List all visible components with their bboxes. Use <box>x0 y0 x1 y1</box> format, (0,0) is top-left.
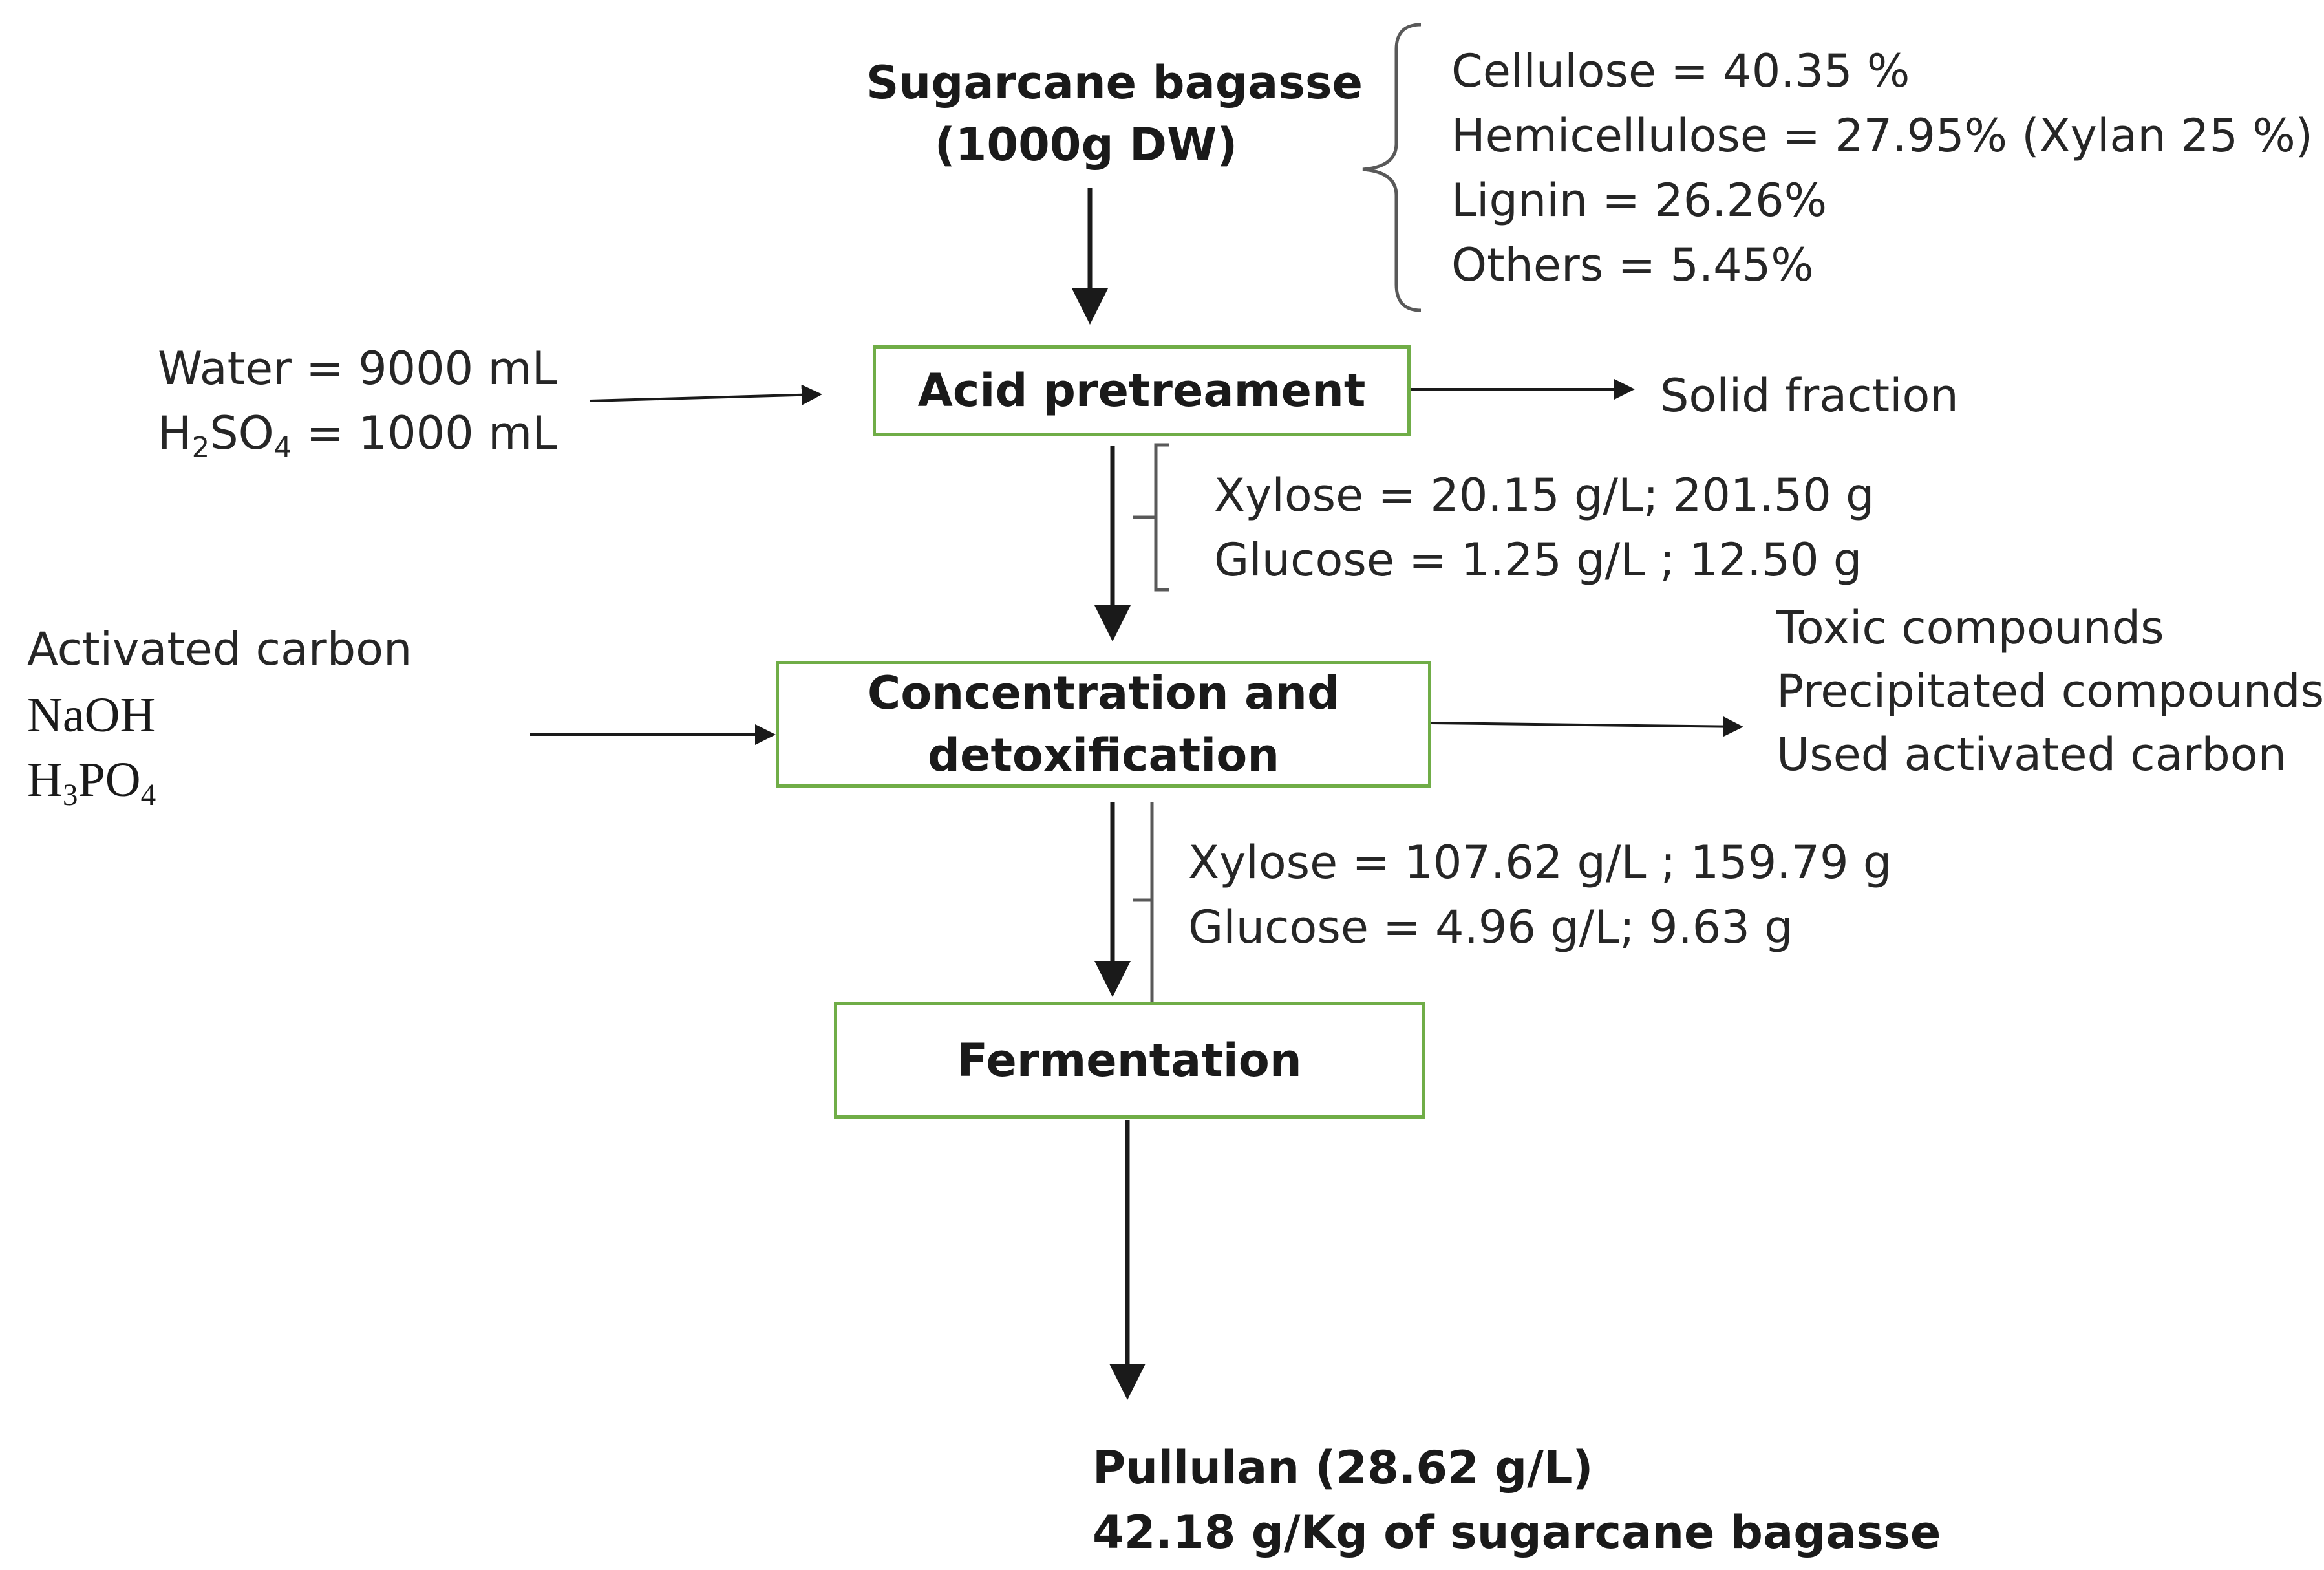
composition-lignin: Lignin = 26.26% <box>1451 174 1828 227</box>
composition-bracket <box>1362 23 1422 312</box>
solid-fraction-output: Solid fraction <box>1660 369 1959 422</box>
arrow-acid-inputs <box>589 384 822 405</box>
acid-pretreatment-label: Acid pretreament <box>917 364 1366 417</box>
precipitated-compounds-output: Precipitated compounds <box>1776 665 2324 718</box>
feedstock-title: Sugarcane bagasse (1000g DW) <box>866 52 1363 176</box>
feedstock-name: Sugarcane bagasse <box>866 56 1363 109</box>
acid-pretreatment-box: Acid pretreament <box>873 345 1411 436</box>
sulfuric-acid-input: H2SO4 = 1000 mL <box>158 407 558 465</box>
feedstock-amount: (1000g DW) <box>934 118 1238 171</box>
composition-hemicellulose: Hemicellulose = 27.95% (Xylan 25 %) <box>1451 109 2314 162</box>
acid-inputs: Water = 9000 mL H2SO4 = 1000 mL <box>158 336 557 466</box>
hydrolysate-sugars: Xylose = 20.15 g/L; 201.50 g Glucose = 1… <box>1214 463 1874 592</box>
concentration-detoxification-box: Concentration and detoxification <box>776 661 1431 788</box>
concentrate-sugars: Xylose = 107.62 g/L ; 159.79 g Glucose =… <box>1188 830 1892 960</box>
concentration-detoxification-label: Concentration and detoxification <box>867 667 1340 782</box>
concentrate-glucose: Glucose = 4.96 g/L; 9.63 g <box>1188 901 1793 954</box>
phosphoric-acid-input: H3PO4 <box>27 753 156 813</box>
composition-cellulose: Cellulose = 40.35 % <box>1451 45 1910 98</box>
hydrolysate-bracket <box>1133 443 1169 592</box>
toxic-compounds-output: Toxic compounds <box>1776 601 2164 654</box>
composition-list: Cellulose = 40.35 % Hemicellulose = 27.9… <box>1451 39 2313 297</box>
pullulan-concentration: Pullulan (28.62 g/L) <box>1093 1441 1594 1494</box>
naoh-input: NaOH <box>27 688 156 742</box>
composition-others: Others = 5.45% <box>1451 239 1814 292</box>
arrow-detox-outputs <box>1431 716 1743 737</box>
hydrolysate-xylose: Xylose = 20.15 g/L; 201.50 g <box>1214 469 1875 522</box>
detox-outputs: Toxic compounds Precipitated compounds U… <box>1776 596 2324 786</box>
water-input: Water = 9000 mL <box>158 342 557 395</box>
concentrate-bracket <box>1133 802 1154 1005</box>
activated-carbon-input: Activated carbon <box>27 623 412 676</box>
fermentation-label: Fermentation <box>957 1034 1302 1087</box>
used-carbon-output: Used activated carbon <box>1776 728 2287 781</box>
product: Pullulan (28.62 g/L) 42.18 g/Kg of sugar… <box>1093 1436 1941 1565</box>
pullulan-yield: 42.18 g/Kg of sugarcane bagasse <box>1093 1506 1941 1559</box>
hydrolysate-glucose: Glucose = 1.25 g/L ; 12.50 g <box>1214 533 1862 586</box>
detox-inputs: Activated carbon NaOH H3PO4 <box>27 616 412 812</box>
fermentation-box: Fermentation <box>834 1002 1425 1119</box>
concentrate-xylose: Xylose = 107.62 g/L ; 159.79 g <box>1188 836 1892 889</box>
